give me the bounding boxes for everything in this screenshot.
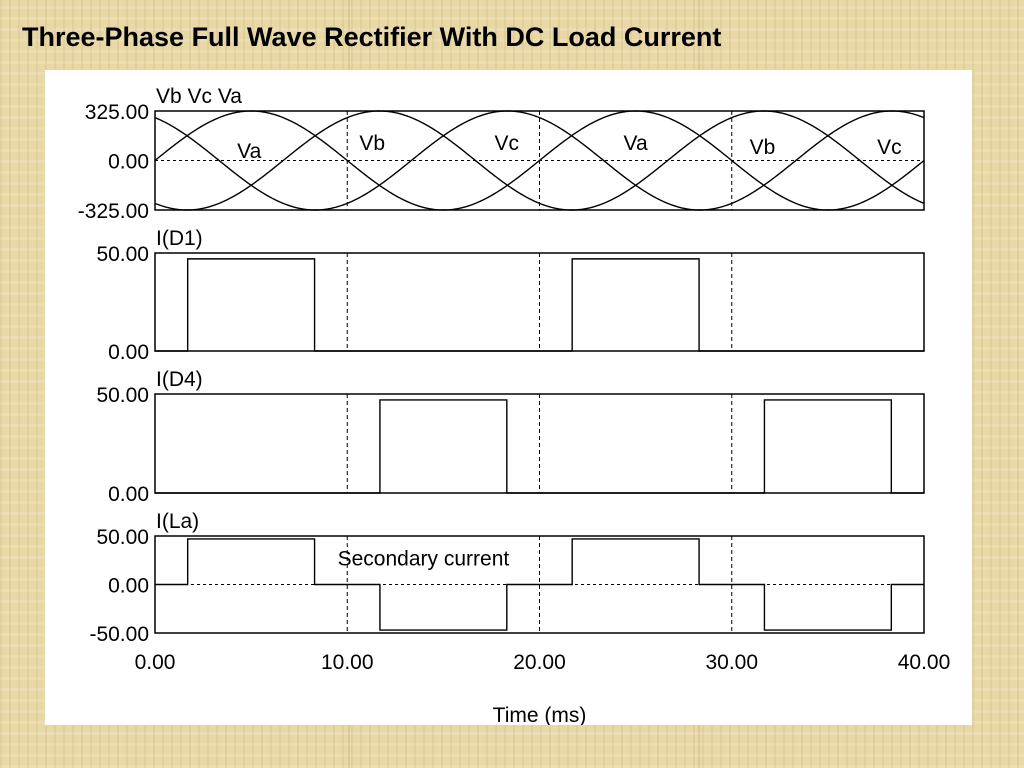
panel-label: I(D1): [156, 227, 203, 250]
y-tick-label: 50.00: [96, 526, 149, 549]
slide-title: Three-Phase Full Wave Rectifier With DC …: [22, 22, 722, 52]
plot-frame: [154, 393, 925, 494]
plot-frame: [154, 535, 925, 634]
x-tick-label: 40.00: [898, 651, 951, 674]
x-axis-title: Time (ms): [493, 704, 587, 725]
curve-label: Va: [624, 132, 648, 155]
x-tick-label: 20.00: [513, 651, 566, 674]
y-tick-label: 0.00: [108, 483, 149, 506]
panel-label: Vb Vc Va: [156, 85, 242, 108]
curve-label: Vc: [495, 132, 520, 155]
series-va: [154, 110, 925, 211]
curve-label: Vc: [877, 136, 902, 159]
curve-label: Vb: [359, 132, 385, 155]
y-tick-label: -325.00: [78, 200, 149, 223]
y-tick-label: 0.00: [108, 341, 149, 364]
series-i-la-: [155, 538, 924, 631]
x-tick-label: 10.00: [321, 651, 374, 674]
y-tick-label: 50.00: [96, 384, 149, 407]
x-tick-label: 0.00: [135, 651, 176, 674]
curve-label: Va: [237, 140, 261, 163]
waveform-chart: 325.00 0.00 -325.00 Vb Vc Va Va Vb Vc Va Vb Vc 50.…: [78, 85, 951, 725]
plot-panel: 325.00 0.00 -325.00 Vb Vc Va Va Vb Vc Va Vb Vc 50.…: [45, 70, 972, 725]
y-tick-label: 0.00: [108, 151, 149, 174]
curve-label: Vb: [750, 136, 776, 159]
y-tick-label: 0.00: [108, 575, 149, 598]
annotation-secondary-current: Secondary current: [338, 547, 510, 570]
plot-frame: [154, 252, 925, 352]
y-tick-label: 50.00: [96, 243, 149, 266]
panel-label: I(La): [156, 510, 199, 533]
series-vc: [154, 110, 925, 211]
y-tick-label: 325.00: [85, 101, 149, 124]
panel-label: I(D4): [156, 368, 203, 391]
series-vb: [154, 110, 925, 211]
x-tick-label: 30.00: [705, 651, 758, 674]
plot-frame: [154, 110, 925, 211]
y-tick-label: -50.00: [89, 623, 149, 646]
